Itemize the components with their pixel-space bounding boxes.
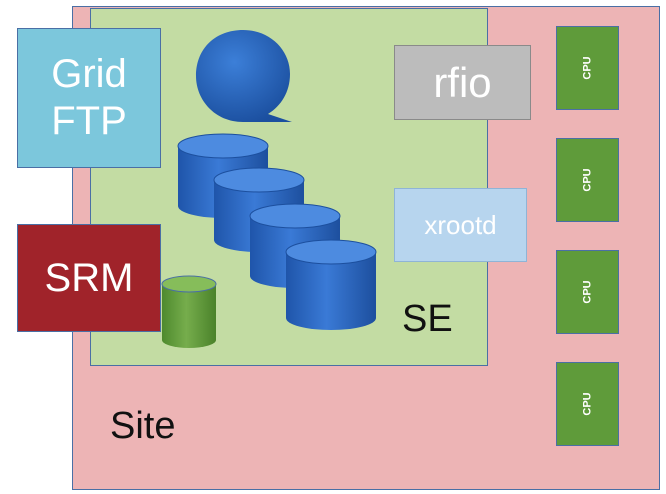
site-label: Site (110, 405, 176, 447)
se-label: SE (402, 298, 453, 340)
disk-stack-icon (177, 133, 377, 330)
srm-box: SRM (17, 224, 161, 332)
cpu-box-1: CPU (556, 26, 619, 110)
gridftp-box: Grid FTP (17, 28, 161, 168)
disk-4-icon (285, 239, 377, 330)
cpu-box-4: CPU (556, 362, 619, 446)
gridftp-label-line2: FTP (51, 99, 127, 143)
disk-green-icon (161, 275, 217, 348)
quattor-q-logo-icon (196, 30, 292, 122)
srm-label: SRM (44, 255, 134, 300)
rfio-label: rfio (433, 58, 492, 106)
xrootd-label: xrootd (424, 209, 497, 240)
gridftp-label-line1: Grid (51, 51, 127, 96)
xrootd-box: xrootd (394, 188, 527, 262)
rfio-box: rfio (394, 45, 531, 120)
cpu-box-2: CPU (556, 138, 619, 222)
cpu-box-3: CPU (556, 250, 619, 334)
